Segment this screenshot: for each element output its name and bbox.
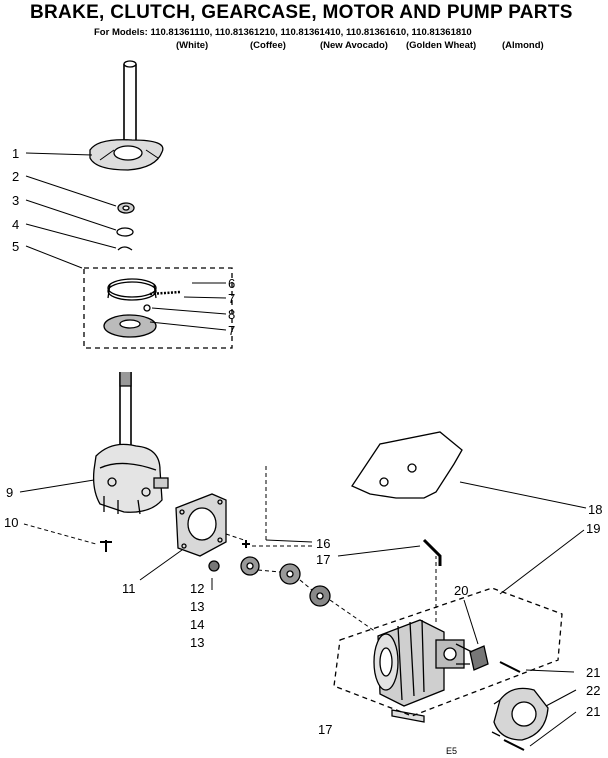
callout-21a: 21	[586, 665, 600, 680]
callout-7b: 7	[228, 323, 235, 338]
callout-2: 2	[12, 169, 19, 184]
motor-assembly-box	[333, 587, 563, 717]
callout-labels: 1 2 3 4 5 6 7 8 7 9 10 11 12 13 14 13 16…	[4, 146, 602, 756]
part-strap-lower	[391, 709, 425, 723]
part-coupling	[240, 556, 331, 607]
callout-1: 1	[12, 146, 19, 161]
callout-17a: 17	[316, 552, 330, 567]
part-brake-spring-assembly	[103, 278, 181, 338]
callout-13a: 13	[190, 599, 204, 614]
page-title: BRAKE, CLUTCH, GEARCASE, MOTOR AND PUMP …	[30, 2, 573, 23]
callout-17b: 17	[318, 722, 332, 737]
brake-assembly-box	[83, 267, 233, 349]
callout-5: 5	[12, 239, 19, 254]
part-mounting-plate	[175, 493, 227, 557]
callout-19: 19	[586, 521, 600, 536]
part-strap	[422, 538, 442, 566]
color-new-avocado: (New Avocado)	[320, 40, 388, 51]
callout-14: 14	[190, 617, 204, 632]
leader-lines	[19, 152, 587, 747]
callout-8: 8	[228, 307, 235, 322]
part-clip-lower	[503, 739, 525, 751]
callout-6: 6	[228, 276, 235, 291]
callout-10: 10	[4, 515, 18, 530]
color-golden-wheat: (Golden Wheat)	[406, 40, 477, 51]
part-ring	[116, 227, 134, 237]
part-pump	[491, 687, 549, 741]
callout-18: 18	[588, 502, 602, 517]
part-screw	[100, 540, 112, 552]
part-gearcase	[92, 372, 169, 515]
callout-22: 22	[586, 683, 600, 698]
part-motor-pad	[351, 431, 463, 499]
part-switch	[455, 643, 489, 671]
part-clip-upper	[499, 661, 521, 673]
part-clip	[117, 246, 133, 251]
callout-4: 4	[12, 217, 19, 232]
color-white: (White)	[176, 40, 209, 51]
diagram-code: E5	[446, 746, 457, 756]
color-coffee: (Coffee)	[250, 40, 286, 51]
callout-11: 11	[122, 581, 136, 596]
part-motor	[373, 619, 465, 707]
callout-20: 20	[454, 583, 468, 598]
callout-7a: 7	[228, 291, 235, 306]
callout-21b: 21	[586, 704, 600, 719]
callout-16: 16	[316, 536, 330, 551]
callout-13b: 13	[190, 635, 204, 650]
callout-12: 12	[190, 581, 204, 596]
part-brake-shaft	[89, 60, 164, 171]
callout-9: 9	[6, 485, 13, 500]
models-line: For Models: 110.81361110, 110.81361210, …	[94, 27, 472, 38]
part-bushing	[208, 560, 220, 572]
callout-3: 3	[12, 193, 19, 208]
color-almond: (Almond)	[502, 40, 544, 51]
